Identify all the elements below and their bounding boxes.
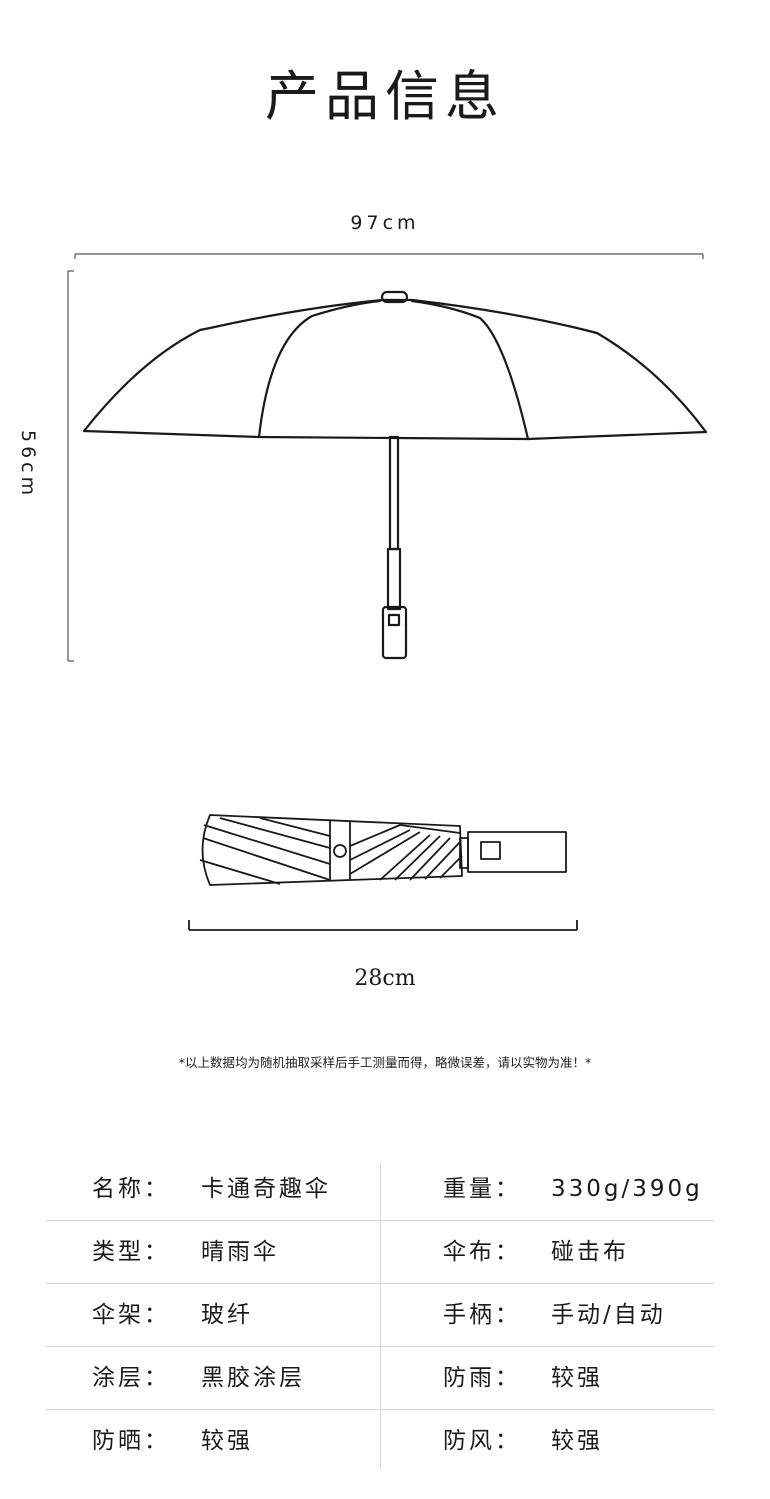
spec-value: 玻纤 [201,1302,253,1328]
spec-row: 名称： 卡通奇趣伞 重量： 330g/390g [45,1158,715,1221]
spec-label: 伞架： [92,1302,170,1328]
page-title: 产品信息 [265,65,505,128]
spec-value: 碰击布 [551,1239,629,1265]
umbrella-folded-drawing [199,814,567,886]
spec-label: 手柄： [443,1302,521,1328]
spec-table: 名称： 卡通奇趣伞 重量： 330g/390g 类型： 晴雨伞 伞布： 碰击布 … [45,1158,715,1472]
spec-row: 防晒： 较强 防风： 较强 [45,1410,715,1472]
spec-label: 类型： [92,1239,170,1265]
spec-row: 涂层： 黑胶涂层 防雨： 较强 [45,1347,715,1410]
spec-value: 较强 [201,1428,253,1454]
spec-row: 类型： 晴雨伞 伞布： 碰击布 [45,1221,715,1284]
umbrella-open-drawing [82,290,708,660]
spec-row: 伞架： 玻纤 手柄： 手动/自动 [45,1284,715,1347]
folded-length-label: 28cm [354,966,416,991]
spec-value: 手动/自动 [551,1302,666,1328]
spec-label: 伞布： [443,1239,521,1265]
spec-value: 较强 [551,1365,603,1391]
spec-value: 较强 [551,1428,603,1454]
height-dimension-label: 56cm [17,430,39,500]
table-column-divider [380,1164,381,1468]
spec-label: 防雨： [443,1365,521,1391]
spec-label: 防风： [443,1428,521,1454]
spec-label: 重量： [443,1176,521,1202]
spec-value: 晴雨伞 [201,1239,279,1265]
measurement-disclaimer: *以上数据均为随机抽取采样后手工测量而得，略微误差，请以实物为准！* [178,1055,592,1070]
spec-value: 黑胶涂层 [201,1365,305,1391]
width-dimension-label: 97cm [350,212,420,234]
spec-value: 卡通奇趣伞 [201,1176,331,1202]
umbrella-illustration [67,253,708,931]
spec-value: 330g/390g [551,1176,703,1202]
spec-label: 涂层： [92,1365,170,1391]
width-dimension-line [74,253,704,259]
spec-label: 名称： [92,1176,170,1202]
length-dimension-line [188,920,578,931]
height-dimension-line [67,270,74,662]
spec-label: 防晒： [92,1428,170,1454]
